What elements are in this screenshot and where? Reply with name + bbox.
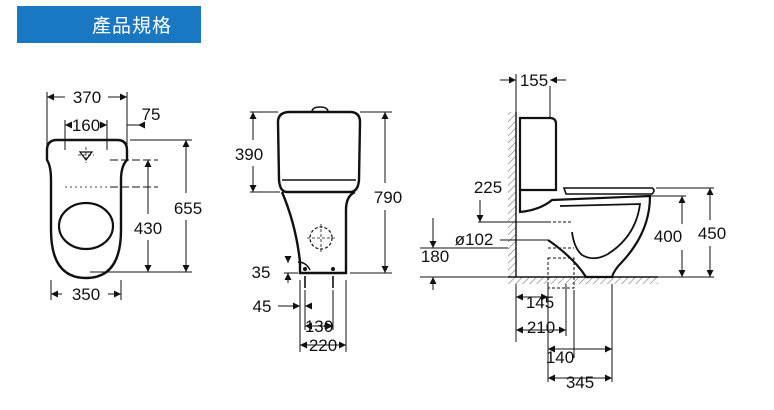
dim-mount-to-front: 430 (134, 219, 162, 238)
dim-outlet-diameter: ø102 (455, 230, 494, 249)
cistern-outline (276, 110, 362, 194)
dim-fixing-spacing: 130 (305, 317, 333, 336)
dim-wall-to-outlet: 345 (566, 373, 594, 392)
bowl-outline (518, 190, 652, 279)
floor-hatch (508, 277, 658, 284)
dim-outlet-center-height: 180 (421, 247, 449, 266)
pedestal-outline (280, 190, 356, 275)
dim-base-width: 220 (309, 336, 337, 355)
dim-overall-height: 790 (374, 188, 402, 207)
dim-supply-height: 225 (474, 178, 502, 197)
dim-fixing-offset: 45 (253, 297, 272, 316)
front-view (249, 106, 392, 352)
dim-bowl-width: 350 (72, 285, 100, 304)
dim-overall-depth: 655 (174, 199, 202, 218)
dim-inlet-offset: 75 (142, 105, 161, 124)
dim-wall-to-fixing: 210 (527, 318, 555, 337)
dim-seat-height: 450 (698, 224, 726, 243)
dim-overall-width: 370 (73, 88, 101, 107)
wall-hatch (508, 112, 516, 277)
dim-tank-inlet-spacing: 160 (72, 116, 100, 135)
spec-title: 產品規格 (92, 15, 173, 37)
dim-outlet-height: 35 (252, 263, 271, 282)
dim-tank-height: 390 (235, 145, 263, 164)
top-view (45, 92, 192, 300)
top-view-outline (45, 138, 129, 280)
bowl-opening (57, 201, 115, 251)
seat-lid (562, 187, 655, 195)
side-cistern (518, 116, 558, 192)
dim-wall-to-supply: 145 (526, 293, 554, 312)
dim-fixing-to-outlet: 140 (546, 348, 574, 367)
dim-tank-depth: 155 (520, 71, 548, 90)
side-view (420, 74, 714, 382)
dim-rim-height: 400 (654, 227, 682, 246)
spec-header: 產品規格 (17, 6, 201, 43)
